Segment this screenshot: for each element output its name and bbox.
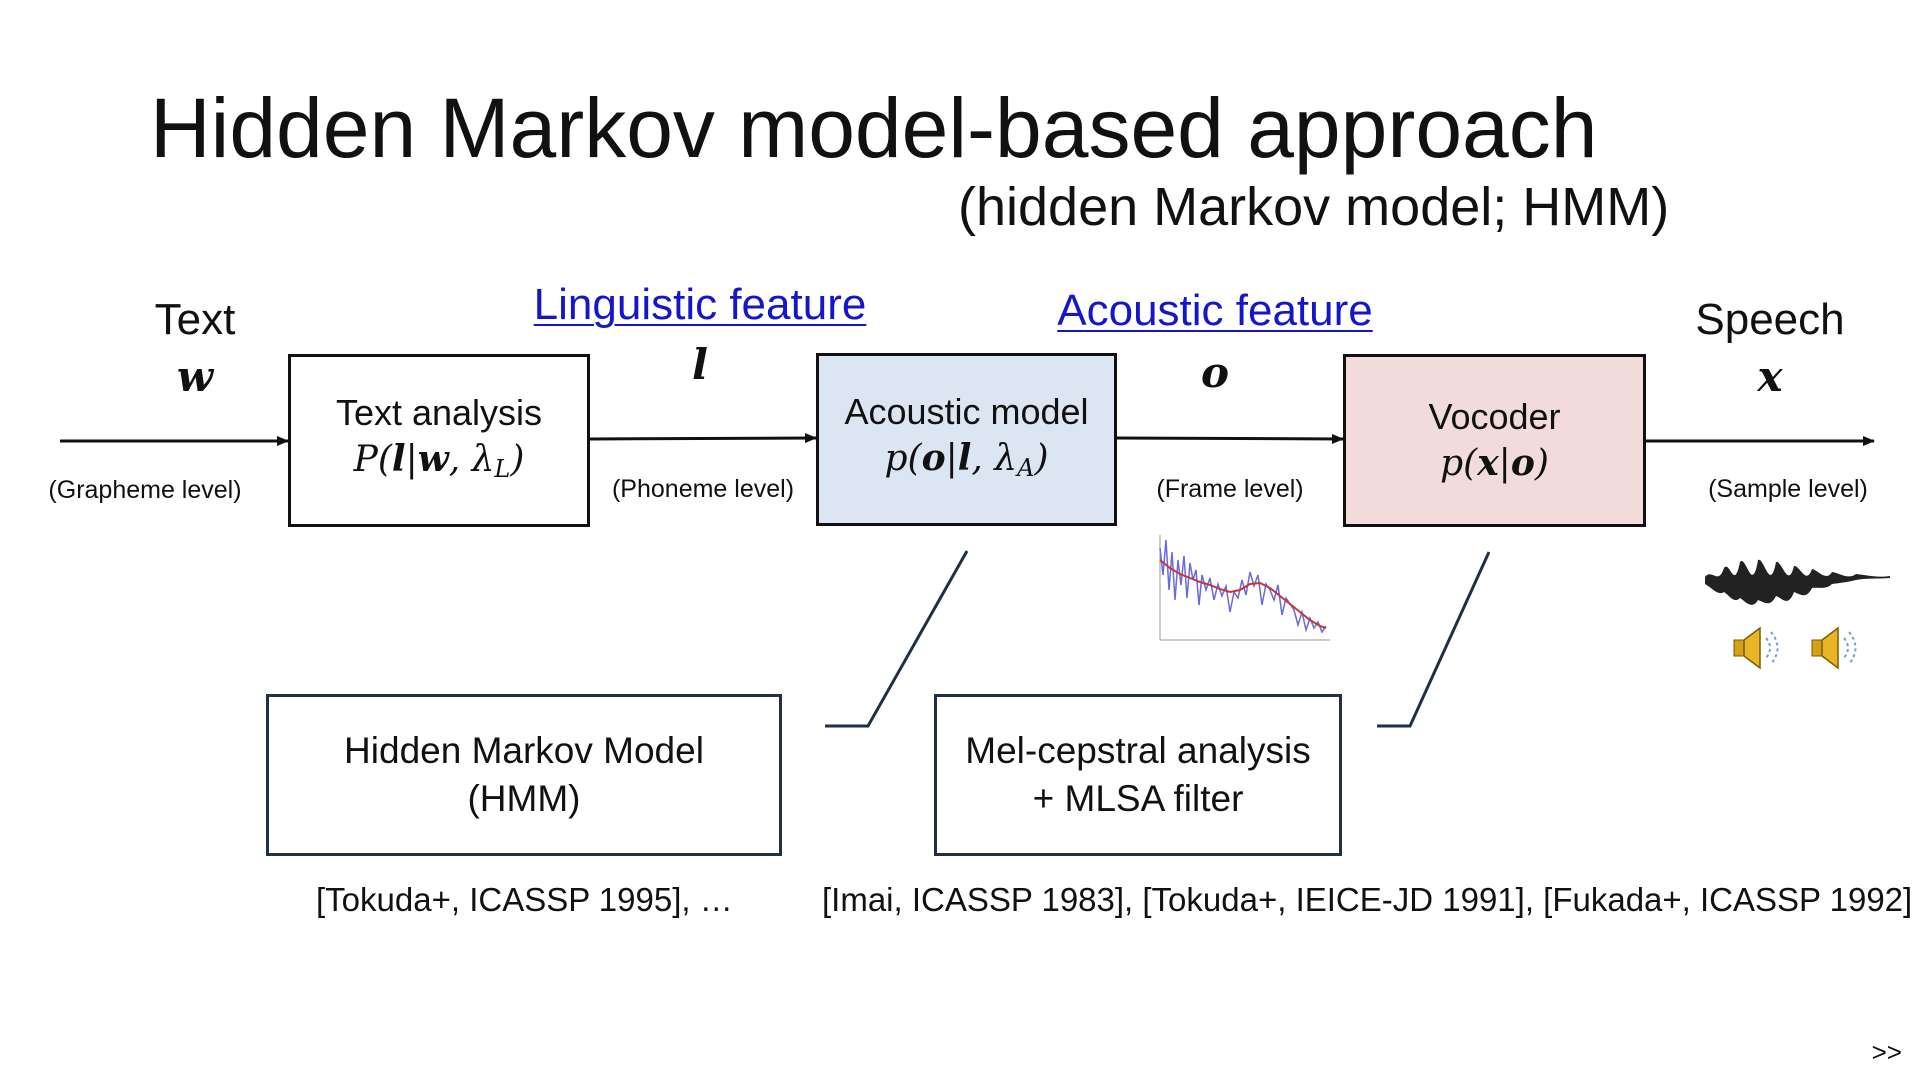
frame-level-label: (Frame level) (1156, 475, 1304, 503)
hmm-box-line2: (HMM) (467, 778, 581, 819)
slide-title: Hidden Markov model-based approach (150, 81, 1598, 175)
arrow-acoustic-to-vocoder (1116, 433, 1344, 444)
acoustic-model-formula: p(o|l, λA) (884, 436, 1049, 482)
waveform (1705, 559, 1890, 605)
grapheme-level-label: (Grapheme level) (48, 476, 242, 504)
vocoder-detail-box: Mel-cepstral analysis + MLSA filter (934, 694, 1342, 856)
callout-vocoder (1377, 551, 1491, 728)
acoustic-symbol: o (1200, 348, 1229, 397)
acoustic-feature-link[interactable]: Acoustic feature (1057, 286, 1373, 335)
text-symbol: w (176, 352, 214, 401)
spectrum-plot (1159, 535, 1330, 641)
vocoder-formula: p(x|o) (1440, 442, 1549, 484)
text-analysis-box: Text analysis P(l|w, λL) (288, 354, 590, 527)
hmm-box-line1: Hidden Markov Model (344, 730, 704, 771)
text-label: Text (154, 295, 236, 344)
slide-subtitle: (hidden Markov model; HMM) (958, 177, 1670, 237)
speech-symbol: x (1757, 352, 1783, 401)
vocoder-reference: [Imai, ICASSP 1983], [Tokuda+, IEICE-JD … (822, 881, 1913, 918)
vocoder-detail-line1: Mel-cepstral analysis (965, 730, 1311, 771)
speaker-icon[interactable] (1811, 626, 1857, 670)
next-slide-link[interactable]: >> (1871, 1037, 1902, 1067)
vocoder-label: Vocoder (1428, 396, 1561, 437)
vocoder-box: Vocoder p(x|o) (1343, 354, 1646, 527)
speaker-icon[interactable] (1733, 626, 1779, 670)
text-analysis-formula: P(l|w, λL) (353, 437, 525, 483)
hmm-box: Hidden Markov Model (HMM) (266, 694, 782, 856)
phoneme-level-label: (Phoneme level) (611, 475, 795, 503)
acoustic-model-label: Acoustic model (844, 390, 1089, 432)
vocoder-detail-line2: + MLSA filter (1032, 778, 1244, 819)
callout-acoustic-model (825, 550, 969, 728)
speech-label: Speech (1695, 295, 1845, 344)
sample-level-label: (Sample level) (1708, 475, 1868, 503)
hmm-reference: [Tokuda+, ICASSP 1995], … (316, 881, 733, 918)
acoustic-model-box: Acoustic model p(o|l, λA) (816, 353, 1117, 526)
linguistic-symbol: l (692, 340, 708, 389)
linguistic-feature-link[interactable]: Linguistic feature (533, 280, 867, 329)
arrow-analysis-to-acoustic (589, 433, 817, 444)
text-analysis-label: Text analysis (335, 391, 543, 433)
